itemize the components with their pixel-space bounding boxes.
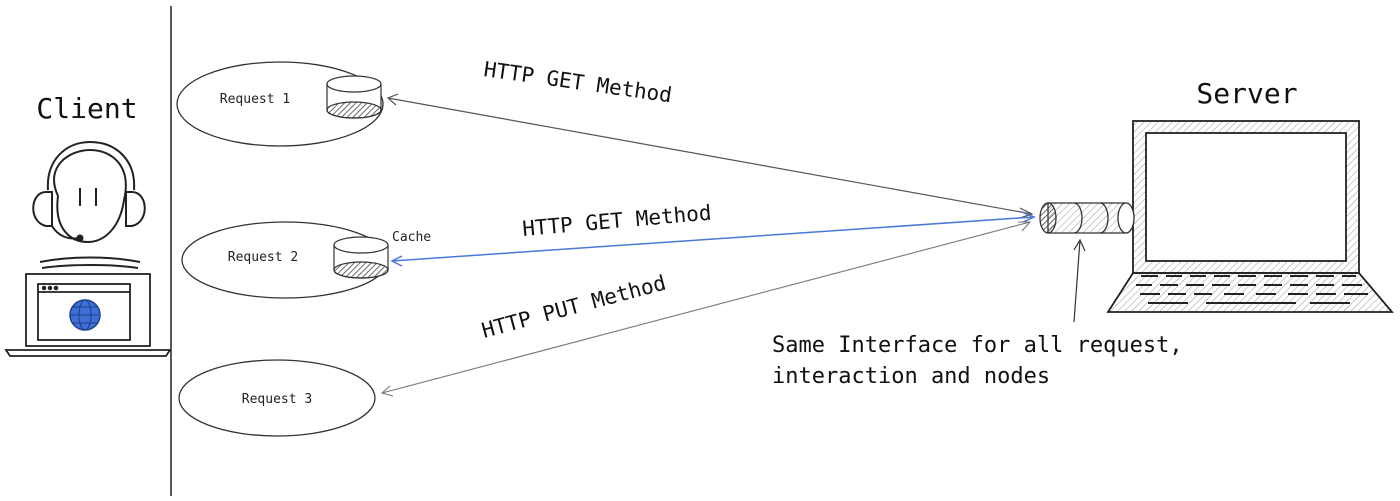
cache-label: Cache [392,230,431,245]
request-1-label: Request 1 [220,92,290,107]
interface-note-line-1: Same Interface for all request, [772,333,1183,358]
arrow-get-2 [390,211,1036,267]
user-headset-icon [32,140,146,269]
request-node-3: Request 3 [178,359,376,437]
request-3-label: Request 3 [242,392,312,407]
globe-icon [69,299,101,331]
arrow-label-put: HTTP PUT Method [479,271,668,343]
arrow-get-1 [386,93,1034,219]
client-title: Client [36,92,137,125]
server-title: Server [1196,77,1297,110]
request-2-label: Request 2 [228,250,298,265]
interface-cylinder-icon [1039,202,1135,234]
arrow-label-get-2: HTTP GET Method [521,201,712,241]
server-laptop-icon [1106,120,1394,313]
cache-cylinder-icon [326,75,382,119]
interface-pointer-arrow [1073,238,1086,323]
arrow-label-get-1: HTTP GET Method [482,57,673,107]
arrow-put [380,221,1032,397]
interface-note-line-2: interaction and nodes [772,364,1050,389]
cache-cylinder-icon [333,236,389,279]
